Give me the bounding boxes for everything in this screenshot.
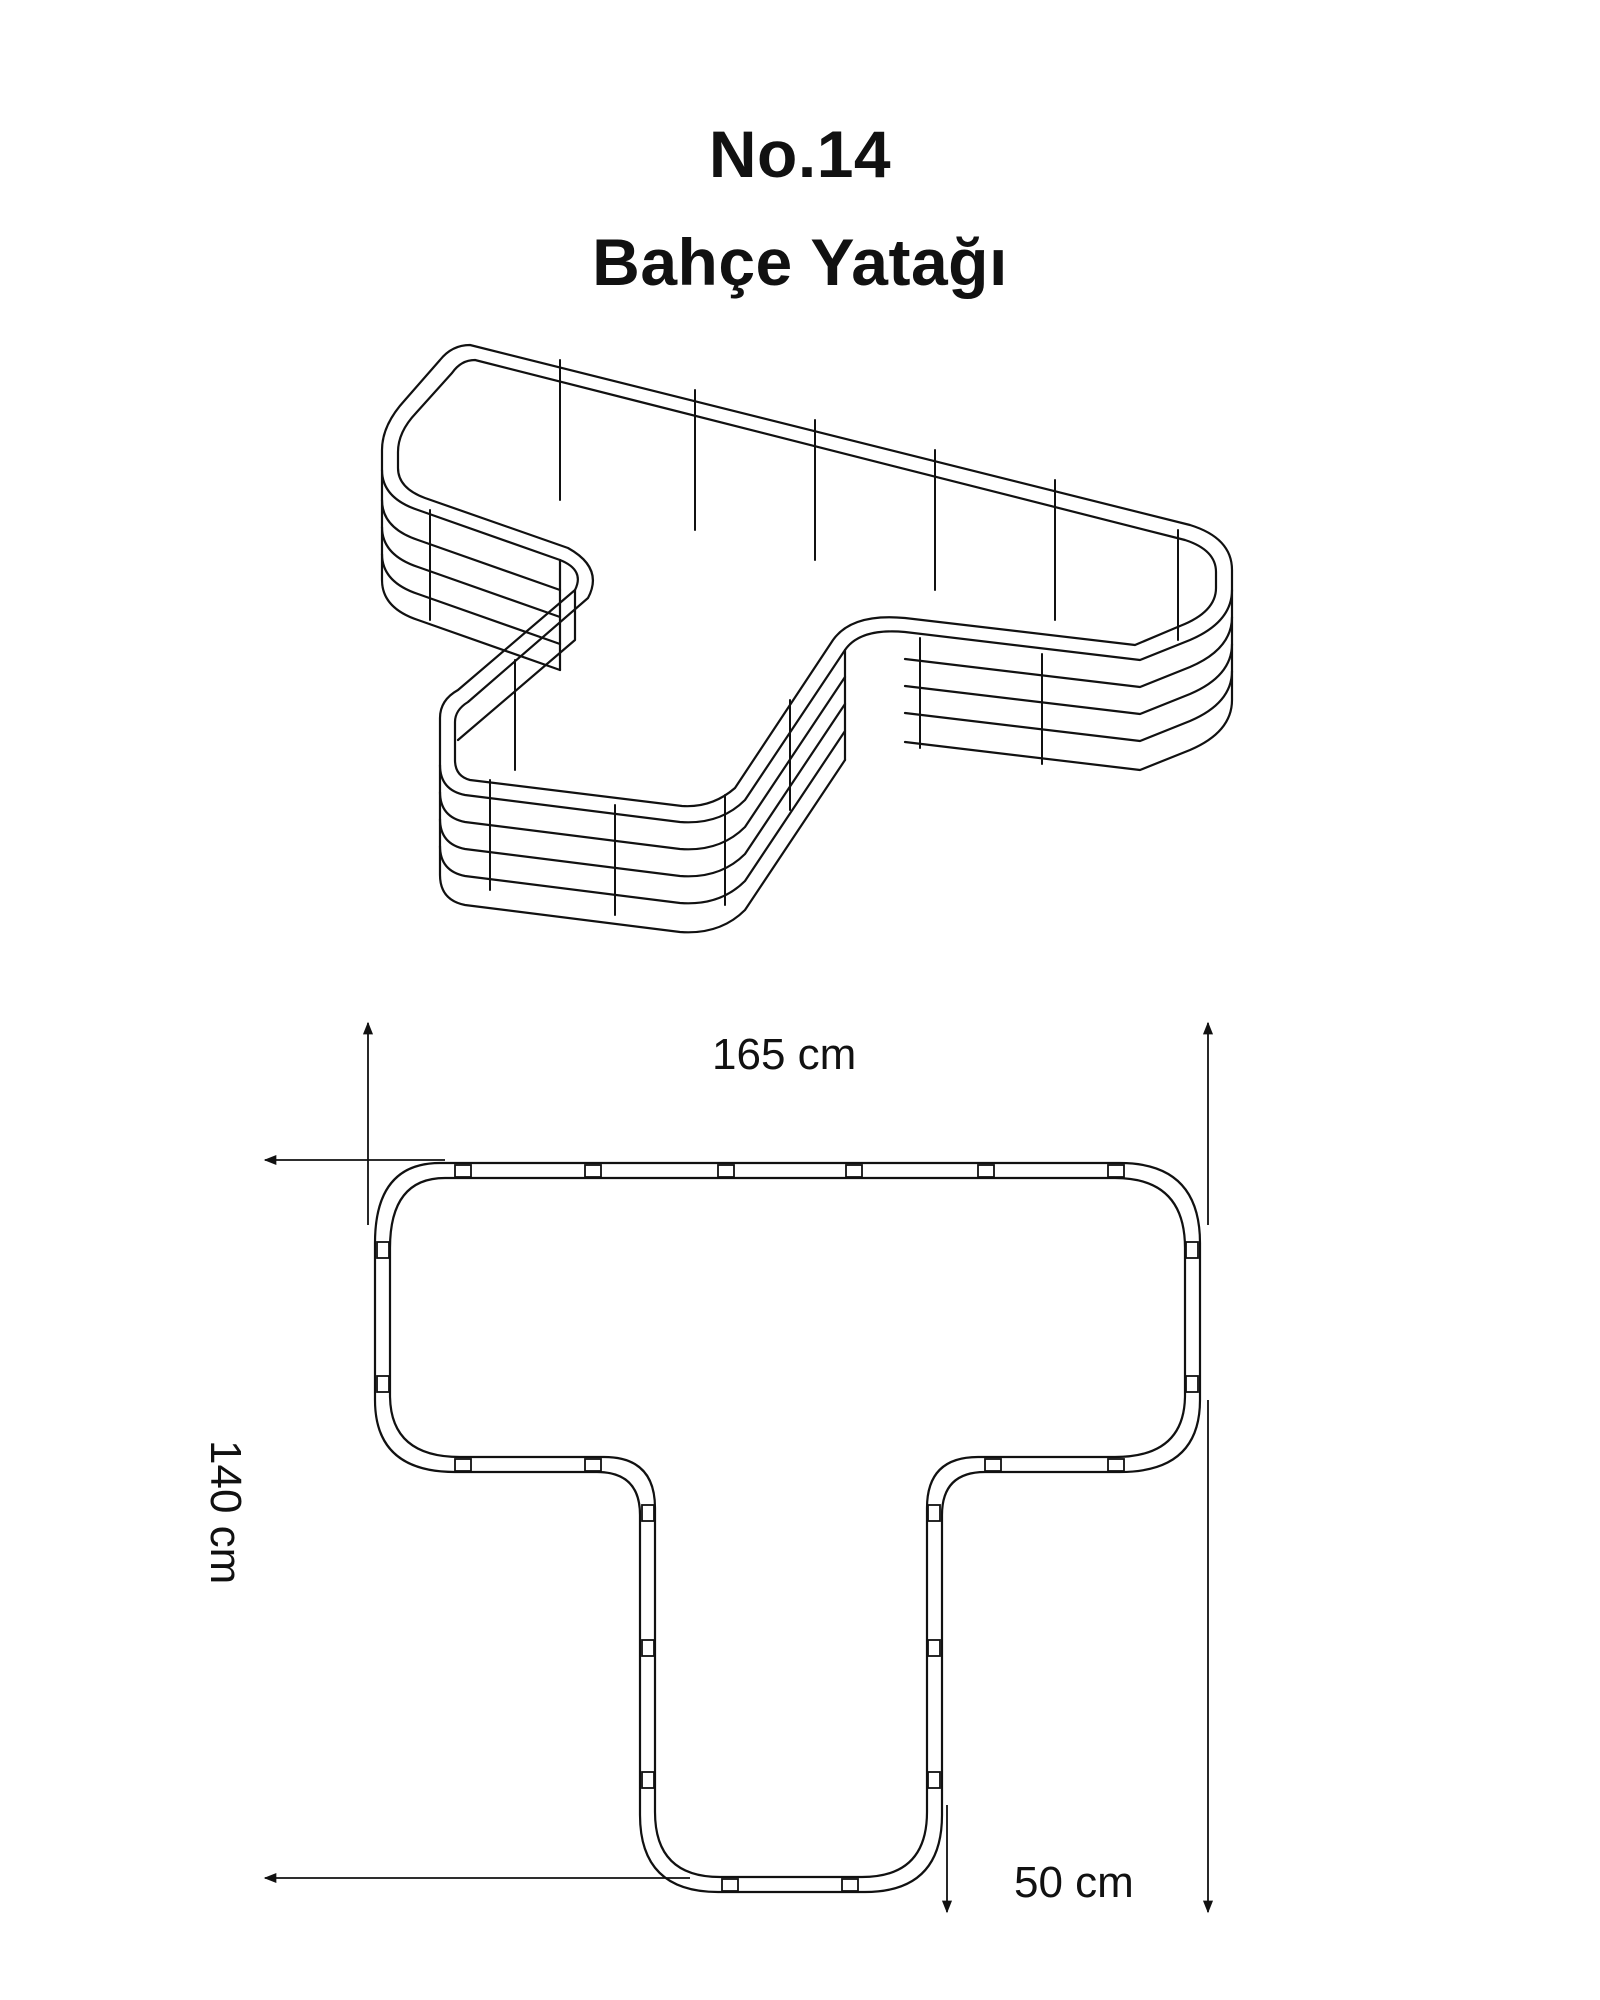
plan-outline-inner-path [388, 1176, 1187, 1879]
stem-width-dimension-label: 50 cm [1014, 1858, 1134, 1907]
panel-seam-markers [429, 359, 1179, 916]
model-number: No.14 [708, 117, 892, 191]
isometric-bed-illustration [380, 343, 1234, 934]
connector-clips [376, 1164, 1199, 1892]
height-dimension-label: 140 cm [201, 1440, 250, 1585]
title-block: No.14 Bahçe Yatağı [0, 100, 1600, 316]
dimension-lines [263, 1021, 1214, 1914]
width-dimension-label: 165 cm [712, 1030, 857, 1079]
product-title: Bahçe Yatağı [592, 225, 1008, 299]
plan-outline-outer-path [373, 1161, 1202, 1894]
panel-band-stack [380, 468, 1234, 934]
